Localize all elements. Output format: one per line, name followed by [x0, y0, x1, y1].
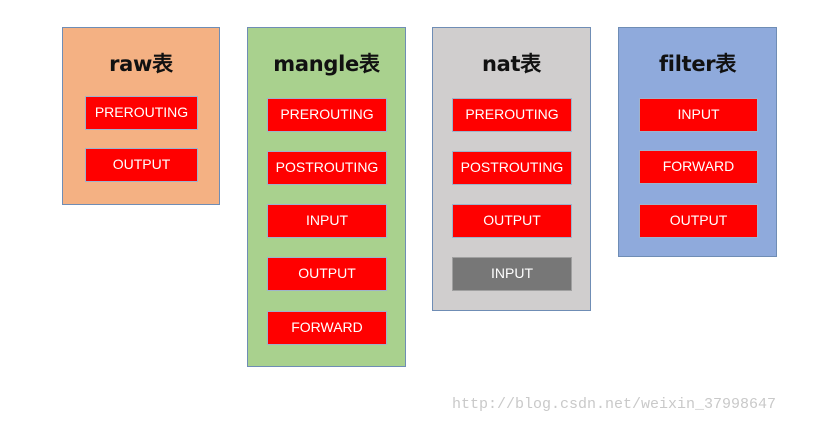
filter-table-title: filter表	[658, 52, 737, 76]
nat-chain-postrouting: POSTROUTING	[452, 151, 572, 185]
mangle-chain-postrouting: POSTROUTING	[267, 151, 387, 185]
filter-chain-output: OUTPUT	[639, 204, 758, 238]
mangle-chain-input: INPUT	[267, 204, 387, 238]
filter-chain-forward: FORWARD	[639, 150, 758, 184]
filter-chain-input: INPUT	[639, 98, 758, 132]
nat-table-title: nat表	[482, 52, 541, 76]
nat-chain-input: INPUT	[452, 257, 572, 291]
mangle-chain-prerouting: PREROUTING	[267, 98, 387, 132]
watermark-url: http://blog.csdn.net/weixin_37998647	[452, 396, 777, 413]
raw-chain-output: OUTPUT	[85, 148, 198, 182]
mangle-table-panel: mangle表 PREROUTING POSTROUTING INPUT OUT…	[247, 27, 406, 367]
raw-chain-prerouting: PREROUTING	[85, 96, 198, 130]
filter-table-panel: filter表 INPUT FORWARD OUTPUT	[618, 27, 777, 257]
mangle-chain-forward: FORWARD	[267, 311, 387, 345]
mangle-chain-output: OUTPUT	[267, 257, 387, 291]
mangle-table-title: mangle表	[273, 52, 380, 76]
raw-table-panel: raw表 PREROUTING OUTPUT	[62, 27, 220, 205]
raw-table-title: raw表	[109, 52, 173, 76]
nat-chain-output: OUTPUT	[452, 204, 572, 238]
nat-chain-prerouting: PREROUTING	[452, 98, 572, 132]
nat-table-panel: nat表 PREROUTING POSTROUTING OUTPUT INPUT	[432, 27, 591, 311]
